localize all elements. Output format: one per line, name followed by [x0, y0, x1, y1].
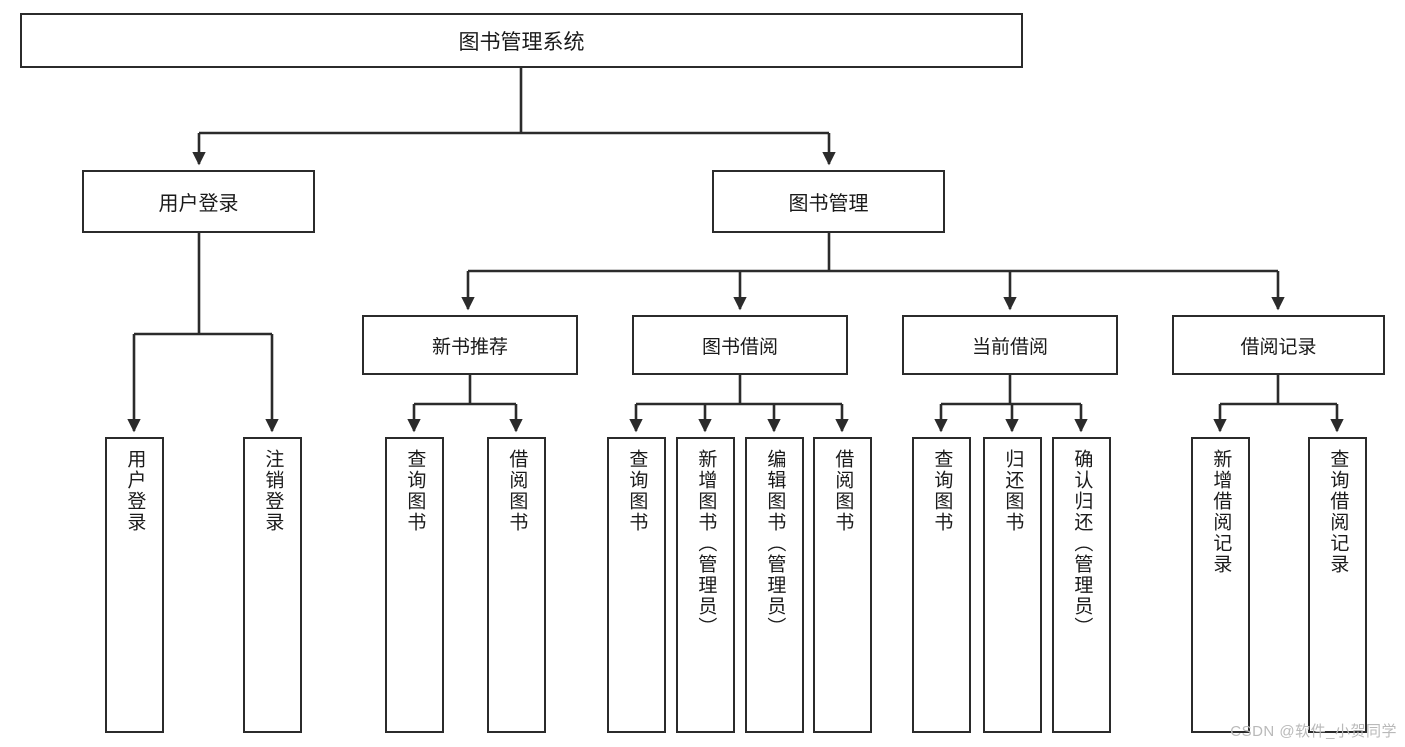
node-leaf-query-record[interactable]: 查询借阅记录 [1308, 437, 1367, 733]
node-book-borrow-label: 图书借阅 [701, 336, 778, 358]
node-user-login[interactable]: 用户登录 [82, 170, 315, 233]
node-leaf-query-record-label: 查询借阅记录 [1327, 449, 1349, 575]
node-leaf-edit-book[interactable]: 编辑图书（管理员） [745, 437, 804, 733]
node-borrow-record[interactable]: 借阅记录 [1172, 315, 1385, 375]
node-leaf-user-logout[interactable]: 注销登录 [243, 437, 302, 733]
node-leaf-borrow-book-1-label: 借阅图书 [506, 449, 528, 533]
node-leaf-add-book-label: 新增图书（管理员） [695, 449, 717, 638]
node-book-manage[interactable]: 图书管理 [712, 170, 945, 233]
node-leaf-query-book-3-label: 查询图书 [931, 449, 953, 533]
node-current-borrow-label: 当前借阅 [971, 336, 1048, 358]
node-leaf-user-logout-label: 注销登录 [262, 449, 284, 533]
node-user-login-label: 用户登录 [158, 193, 239, 215]
node-leaf-add-record-label: 新增借阅记录 [1210, 449, 1232, 575]
node-leaf-add-book[interactable]: 新增图书（管理员） [676, 437, 735, 733]
node-leaf-query-book-1[interactable]: 查询图书 [385, 437, 444, 733]
node-leaf-add-record[interactable]: 新增借阅记录 [1191, 437, 1250, 733]
node-leaf-user-login-label: 用户登录 [124, 449, 146, 533]
node-leaf-confirm-return[interactable]: 确认归还（管理员） [1052, 437, 1111, 733]
node-leaf-user-login[interactable]: 用户登录 [105, 437, 164, 733]
node-leaf-return-book[interactable]: 归还图书 [983, 437, 1042, 733]
node-root[interactable]: 图书管理系统 [20, 13, 1023, 68]
node-new-book-rec[interactable]: 新书推荐 [362, 315, 578, 375]
node-leaf-query-book-1-label: 查询图书 [404, 449, 426, 533]
node-leaf-edit-book-label: 编辑图书（管理员） [764, 449, 786, 638]
csdn-watermark: CSDN @软件_小贺同学 [1230, 723, 1397, 740]
node-leaf-query-book-2-label: 查询图书 [626, 449, 648, 533]
node-new-book-rec-label: 新书推荐 [431, 336, 508, 358]
node-leaf-confirm-return-label: 确认归还（管理员） [1071, 449, 1093, 638]
node-leaf-borrow-book-2-label: 借阅图书 [832, 449, 854, 533]
node-leaf-query-book-3[interactable]: 查询图书 [912, 437, 971, 733]
node-borrow-record-label: 借阅记录 [1240, 336, 1317, 358]
node-current-borrow[interactable]: 当前借阅 [902, 315, 1118, 375]
node-leaf-return-book-label: 归还图书 [1002, 449, 1024, 533]
node-leaf-borrow-book-2[interactable]: 借阅图书 [813, 437, 872, 733]
node-book-borrow[interactable]: 图书借阅 [632, 315, 848, 375]
node-leaf-borrow-book-1[interactable]: 借阅图书 [487, 437, 546, 733]
node-leaf-query-book-2[interactable]: 查询图书 [607, 437, 666, 733]
node-book-manage-label: 图书管理 [788, 193, 869, 215]
node-root-label: 图书管理系统 [458, 30, 585, 54]
